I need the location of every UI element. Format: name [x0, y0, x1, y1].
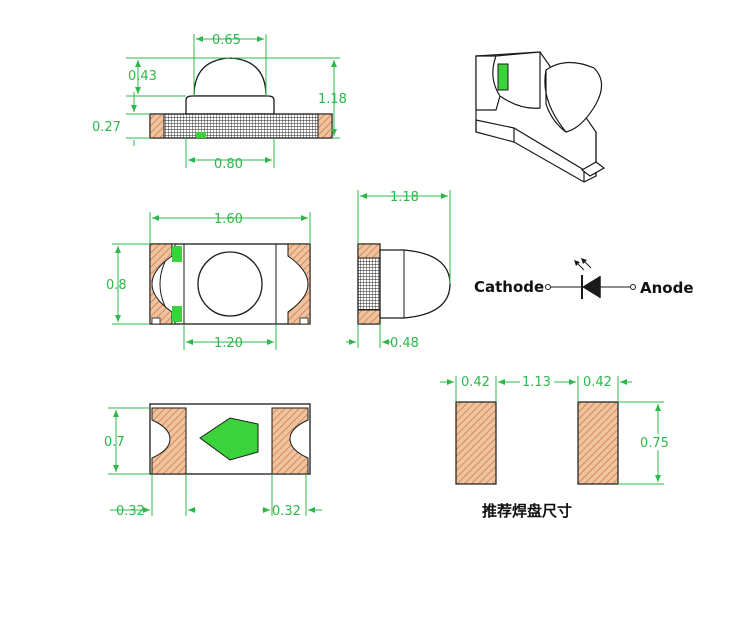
- top-green-mark-b: [172, 306, 182, 322]
- front-substrate: [149, 113, 333, 139]
- front-pad-left: [149, 113, 165, 139]
- dim-lens-base-width: 0.80: [214, 157, 243, 172]
- front-dome: [193, 57, 267, 97]
- dim-land-left: 0.42: [461, 375, 490, 390]
- side-dome: [379, 249, 451, 319]
- polarity-mark: [199, 417, 259, 461]
- dim-bottom-width: 0.7: [104, 435, 125, 450]
- land-pad-right: [577, 401, 619, 485]
- dim-land-gap: 1.13: [522, 375, 551, 390]
- iso-dome: [545, 61, 603, 133]
- land-pattern-view: 0.42 1.13 0.42 0.75 推荐焊盘尺寸: [440, 373, 676, 520]
- dim-lens-width: 0.65: [212, 33, 241, 48]
- dim-side-total: 1.18: [390, 190, 419, 205]
- side-view: 1.18 0.48: [346, 190, 451, 351]
- front-green-mark: [196, 132, 206, 138]
- top-dome: [197, 251, 263, 317]
- anode-label: Anode: [640, 279, 694, 297]
- front-view: 0.65 0.43 0.27 1.18 0.80: [92, 33, 347, 172]
- iso-green-mark: [497, 63, 509, 91]
- dim-body-length: 1.60: [214, 212, 243, 227]
- footprint-caption: 推荐焊盘尺寸: [482, 502, 572, 520]
- dim-pad-left: 0.32: [116, 504, 145, 519]
- dim-land-right: 0.42: [583, 375, 612, 390]
- dim-side-base: 0.48: [390, 336, 419, 351]
- front-lens-base: [185, 95, 275, 115]
- isometric-view: [475, 51, 606, 183]
- top-green-mark-a: [172, 246, 182, 262]
- front-pad-right: [317, 113, 333, 139]
- top-view: 1.60 0.8 1.20: [106, 212, 311, 351]
- cathode-label: Cathode: [474, 278, 544, 296]
- bottom-pad-left: [151, 407, 187, 475]
- dim-pad-right: 0.32: [272, 504, 301, 519]
- dim-total-height: 1.18: [318, 92, 347, 107]
- iso-terminal-left: [475, 55, 501, 111]
- bottom-pad-right: [271, 407, 309, 475]
- dim-land-height: 0.75: [640, 436, 669, 451]
- led-diode-symbol-icon: Cathode Anode: [474, 258, 694, 299]
- bottom-view: 0.7 0.32 0.32: [104, 403, 322, 519]
- dim-lens-height: 0.43: [128, 69, 157, 84]
- land-pad-left: [455, 401, 497, 485]
- dim-dome-diameter: 1.20: [214, 336, 243, 351]
- top-terminal-right: [287, 243, 311, 325]
- dim-body-width: 0.8: [106, 278, 127, 293]
- dim-base-height: 0.27: [92, 120, 121, 135]
